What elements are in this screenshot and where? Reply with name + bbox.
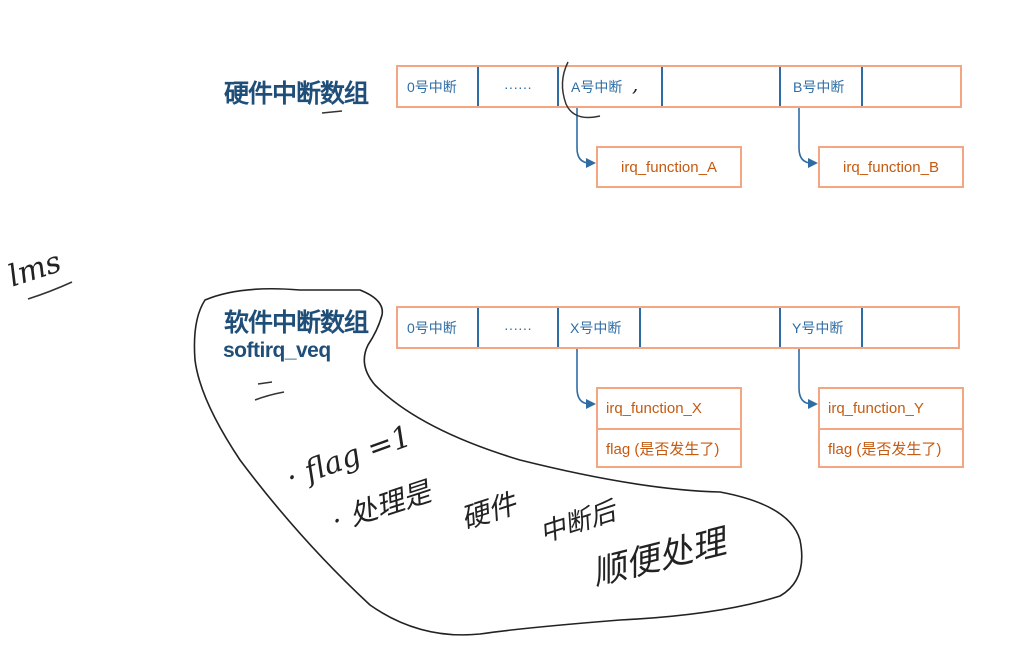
arrow-y bbox=[798, 349, 818, 409]
sw-cell-ellipsis: ······ bbox=[479, 308, 559, 347]
hardware-interrupt-array: 0号中断 ······ A号中断 B号中断 bbox=[396, 65, 962, 108]
hand-underline-hw bbox=[321, 110, 343, 114]
sw-cell-empty-1 bbox=[641, 308, 781, 347]
handler-box-x: irq_function_X flag (是否发生了) bbox=[596, 387, 742, 468]
software-array-subtitle: softirq_veq bbox=[223, 339, 331, 362]
sw-cell-0: 0号中断 bbox=[398, 308, 479, 347]
software-interrupt-array: 0号中断 ······ X号中断 Y号中断 bbox=[396, 306, 960, 349]
hw-cell-b: B号中断 bbox=[781, 67, 863, 106]
handler-name-y: irq_function_Y bbox=[828, 400, 924, 417]
hand-note-process: · 处理是 bbox=[327, 475, 435, 538]
hand-note-hardware: 硬件 bbox=[456, 487, 521, 536]
handler-flag-y: flag (是否发生了) bbox=[820, 428, 962, 467]
hw-cell-ellipsis: ······ bbox=[479, 67, 559, 106]
handler-box-a: irq_function_A bbox=[596, 146, 742, 188]
handler-box-y: irq_function_Y flag (是否发生了) bbox=[818, 387, 964, 468]
handler-flag-x: flag (是否发生了) bbox=[598, 428, 740, 467]
hw-cell-empty-1 bbox=[663, 67, 781, 106]
software-array-title: 软件中断数组 bbox=[224, 308, 369, 337]
hand-underline-sw bbox=[254, 381, 285, 401]
handler-name-b: irq_function_B bbox=[843, 158, 939, 176]
sw-cell-y: Y号中断 bbox=[781, 308, 863, 347]
handler-name-x: irq_function_X bbox=[606, 400, 702, 417]
handler-box-b: irq_function_B bbox=[818, 146, 964, 188]
arrow-a bbox=[576, 108, 596, 168]
hand-note-ms: lms bbox=[3, 244, 66, 295]
hw-cell-empty-2 bbox=[863, 67, 960, 106]
hw-cell-0: 0号中断 bbox=[398, 67, 479, 106]
hand-comma: , bbox=[632, 72, 639, 96]
hw-cell-a: A号中断 bbox=[559, 67, 663, 106]
handler-name-a: irq_function_A bbox=[621, 158, 717, 176]
arrow-b bbox=[798, 108, 818, 168]
sw-cell-empty-2 bbox=[863, 308, 958, 347]
hardware-array-title: 硬件中断数组 bbox=[224, 79, 369, 108]
arrow-x bbox=[576, 349, 596, 409]
sw-cell-x: X号中断 bbox=[559, 308, 641, 347]
